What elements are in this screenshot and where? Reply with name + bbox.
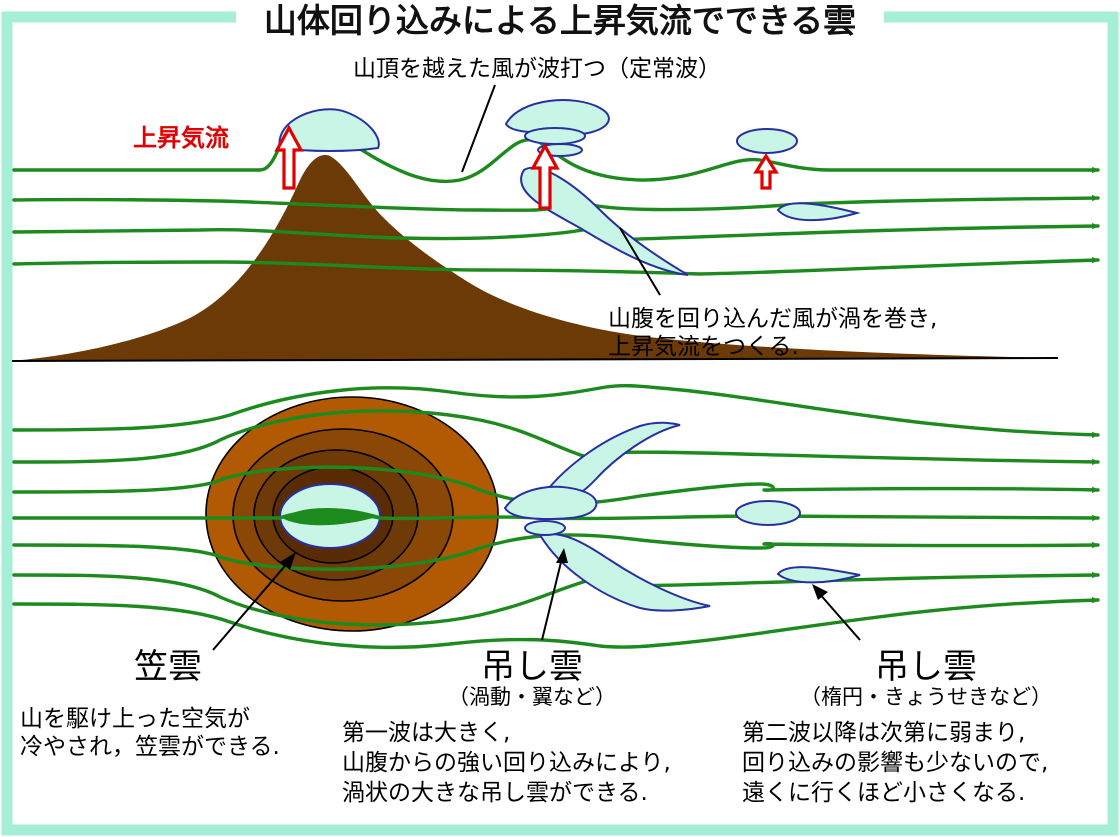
flow-line-top-3 — [12, 222, 1100, 242]
wave-callout-line — [461, 84, 496, 173]
lenticular-plan-3 — [776, 566, 861, 584]
vortex-cloud-side — [520, 166, 689, 276]
lenticular-2-callout-line — [817, 591, 861, 641]
vortex-label-line-2: 上昇気流をつくる. — [608, 334, 799, 360]
lenticular-plan-2 — [735, 500, 801, 526]
diagram-title: 山体回り込みによる上昇気流でできる雲 — [264, 1, 856, 40]
flow-line-bottom-1 — [12, 384, 1100, 439]
cap-cloud-callout-head — [280, 552, 296, 570]
cap-cloud-desc-1: 山を駆け上った空気が — [20, 706, 250, 732]
vortex-callout-line — [619, 227, 661, 296]
vortex-cloud-plan — [503, 485, 598, 520]
flow-line-bottom-5 — [12, 533, 1100, 571]
flow-line-bottom-6 — [12, 571, 1100, 627]
lenticular-1-sub: （渦動・翼など） — [448, 685, 616, 709]
wing-cloud-upper — [538, 421, 681, 504]
updraft-label: 上昇気流 — [133, 124, 229, 152]
updraft-arrow-2 — [530, 142, 560, 210]
lenticular-1-name: 吊し雲 — [481, 647, 583, 687]
lenticular-2-callout-head — [812, 584, 828, 600]
lenticular-1-desc-3: 渦状の大きな吊し雲ができる. — [342, 780, 648, 806]
lenticular-1-desc-2: 山腹からの強い回り込みにより, — [342, 750, 671, 776]
ground-line — [11, 357, 1059, 362]
flow-line-bottom-7 — [12, 596, 1100, 650]
vortex-cloud-plan-2 — [524, 520, 566, 536]
updraft-arrow-1 — [274, 124, 304, 190]
cap-cloud-core-flow — [282, 507, 380, 526]
lenticular-2-desc-3: 遠くに行くほど小さくなる. — [742, 780, 1025, 806]
lenticular-1-callout-line — [541, 557, 563, 641]
lenticular-2-name: 吊し雲 — [875, 647, 977, 687]
lenticular-1-callout-head — [556, 548, 568, 563]
flow-line-bottom-2 — [12, 409, 1100, 466]
lenticular-2-desc-1: 第二波以降は次第に弱まり, — [742, 720, 1025, 746]
cap-cloud-desc-2: 冷やされ，笠雲ができる. — [20, 734, 280, 760]
cap-cloud-callout-line — [212, 559, 291, 651]
lenticular-1-desc-1: 第一波は大きく, — [342, 720, 510, 746]
title-backdrop — [236, 0, 884, 40]
lenticular-cloud-side-3 — [776, 202, 861, 222]
mountain-silhouette — [12, 155, 1058, 361]
plan-view-panel: 笠雲 山を駆け上った空気が 冷やされ，笠雲ができる. 吊し雲 （渦動・翼など） … — [12, 384, 1100, 806]
flow-line-bottom-3 — [12, 465, 1100, 506]
lenticular-layer-1 — [524, 127, 586, 145]
lenticular-cloud-side-2 — [736, 128, 798, 154]
flow-line-top-4 — [12, 256, 1100, 276]
lenticular-2-sub: （楕円・きょうせきなど） — [800, 685, 1052, 709]
wave-label: 山頂を越えた風が波打つ（定常波） — [353, 56, 721, 82]
wing-cloud-lower — [538, 533, 711, 612]
cap-cloud-side — [278, 108, 380, 152]
cap-cloud-name: 笠雲 — [134, 647, 202, 687]
side-view-panel: 山頂を越えた風が波打つ（定常波） 上昇気流 山腹を回り込んだ風が渦を巻き, 上昇… — [11, 56, 1100, 362]
lenticular-2-desc-2: 回り込みの影響も少ないので, — [742, 750, 1048, 776]
vortex-label-line-1: 山腹を回り込んだ風が渦を巻き, — [608, 306, 937, 332]
updraft-arrow-3 — [753, 152, 779, 190]
